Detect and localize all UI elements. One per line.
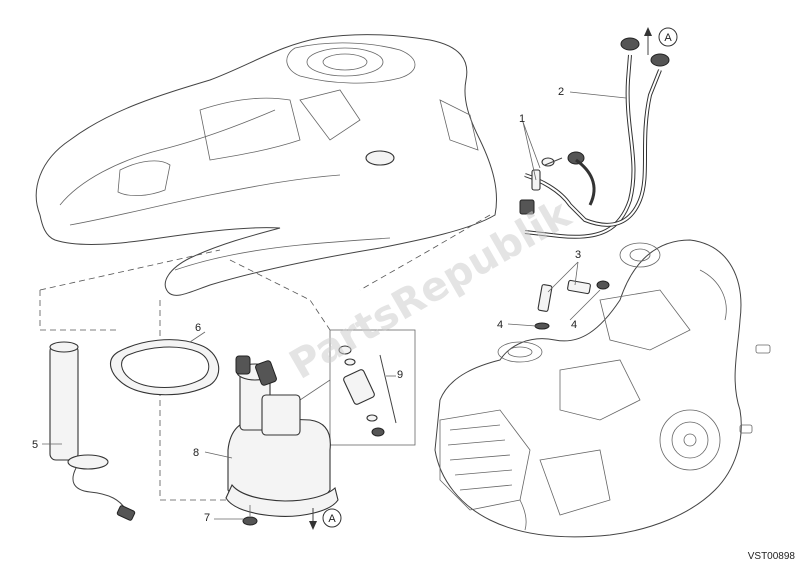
callout-7: 7 xyxy=(204,512,210,524)
callout-3: 3 xyxy=(575,249,581,261)
leader-lines xyxy=(42,91,627,520)
drawing-code: VST00898 xyxy=(748,551,796,562)
reference-label-bottom: A xyxy=(328,513,336,525)
fittings-3-4 xyxy=(534,279,610,330)
callout-9: 9 xyxy=(397,369,403,381)
callout-4-left: 4 xyxy=(497,319,503,331)
engine-block xyxy=(434,239,771,538)
callout-1: 1 xyxy=(519,113,525,125)
callout-6: 6 xyxy=(195,322,201,334)
reference-label-top: A xyxy=(664,32,672,44)
reference-arrow-top: A xyxy=(644,27,678,55)
callout-8: 8 xyxy=(193,447,199,459)
filter-detail-box xyxy=(284,329,416,446)
watermark: PartsRepublik xyxy=(282,190,580,388)
tank-gasket xyxy=(109,339,220,396)
callout-4-right: 4 xyxy=(571,319,577,331)
fuel-pump-assembly xyxy=(225,355,339,526)
callout-2: 2 xyxy=(558,86,564,98)
fuel-tank xyxy=(35,34,498,296)
level-sensor xyxy=(49,341,136,521)
fuel-lines xyxy=(519,37,670,239)
callout-5: 5 xyxy=(32,439,38,451)
reference-arrow-bottom: A xyxy=(309,508,342,530)
